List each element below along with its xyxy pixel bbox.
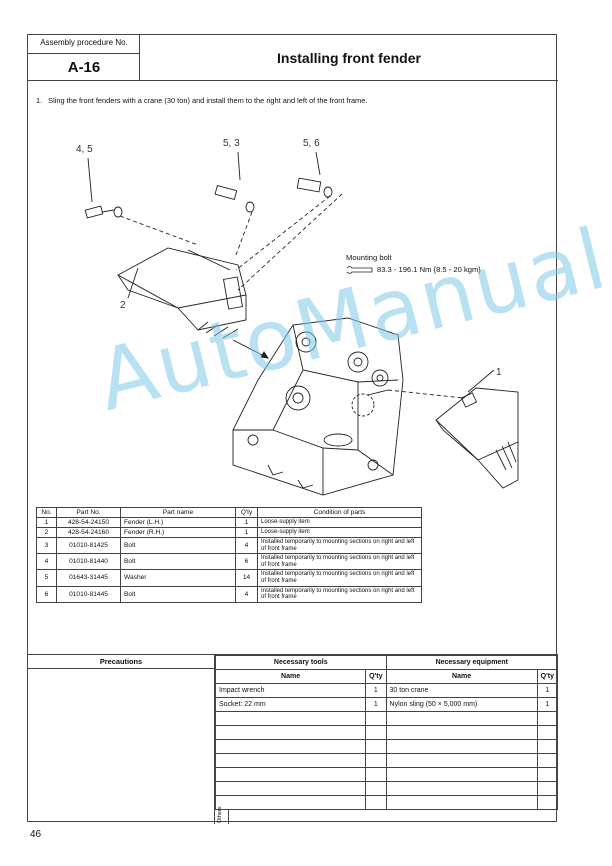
step-text: Sling the front fenders with a crane (30… [48,96,368,105]
cell-no: 4 [36,553,57,571]
cell-part-name: Fender (L.H.) [120,517,236,528]
table-row-empty [214,753,559,768]
cell-qty: 4 [235,536,258,555]
table-row-empty [214,739,559,754]
tools-column-header-row: Name Q'ty Name Q'ty [214,669,559,684]
table-row-empty [214,711,559,726]
parts-table-header: No. Part No. Part name Q'ty Condition of… [36,507,422,518]
cell-part-no: 01643-31445 [56,569,121,587]
equipment-qty: 1 [536,697,559,712]
col-condition: Condition of parts [257,507,422,518]
tool-qty: 1 [365,697,387,712]
cell-qty: 4 [235,585,258,603]
torque-value: 83.3 - 196.1 Nm {8.5 - 20 kgm} [377,265,481,274]
cell-qty: 14 [235,569,258,587]
equipment-qty-header: Q'ty [536,669,559,684]
cell-part-name: Bolt [120,536,236,555]
table-row-empty [214,725,559,740]
cell-no: 6 [36,585,57,603]
cell-part-no: 428-54-24160 [56,527,121,538]
equipment-name: 30 ton crane [385,683,538,698]
cell-part-name: Bolt [120,585,236,603]
cell-condition: Loose-supply item [257,517,422,528]
col-part-no: Part No. [56,507,121,518]
table-row: Socket: 22 mm 1 Nylon sling (50 × 5,000 … [214,697,559,712]
cell-part-name: Washer [120,569,236,587]
cell-condition: Installed temporarily to mounting sectio… [257,536,422,555]
parts-table: No. Part No. Part name Q'ty Condition of… [36,507,422,603]
necessary-tools-header: Necessary tools [215,655,387,670]
step-number: 1. [36,96,43,105]
table-row: 6 01010-81445 Bolt 4 Installed temporari… [36,585,422,603]
tools-equipment-table: Necessary tools Necessary equipment Name… [214,655,559,810]
col-part-name: Part name [120,507,236,518]
table-row: 1 428-54-24150 Fender (L.H.) 1 Loose-sup… [36,517,422,528]
cell-no: 5 [36,569,57,587]
cell-part-no: 01010-81445 [56,585,121,603]
callout-4-5: 4, 5 [76,144,93,155]
wrench-icon [346,266,373,274]
tools-group-header-row: Necessary tools Necessary equipment [215,655,559,670]
cell-qty: 1 [235,527,258,538]
cell-part-no: 428-54-24150 [56,517,121,528]
cell-condition: Installed temporarily to mounting sectio… [257,569,422,587]
procedure-number-label: Assembly procedure No. [40,38,128,47]
requirements-section: Precautions Necessary tools Necessary eq… [28,654,559,824]
callout-2: 2 [120,300,126,311]
table-row: 4 01010-81440 Bolt 6 Installed temporari… [36,553,422,571]
equipment-name-header: Name [385,669,538,684]
divider [28,53,140,54]
callout-5-6: 5, 6 [303,138,320,149]
cell-part-no: 01010-81425 [56,536,121,555]
procedure-sheet: Assembly procedure No. A-16 Installing f… [27,34,612,824]
torque-spec: 83.3 - 196.1 Nm {8.5 - 20 kgm} [346,265,481,274]
tool-name: Socket: 22 mm [214,697,367,712]
table-row: 5 01643-31445 Washer 14 Installed tempor… [36,569,422,587]
cell-no: 2 [36,527,57,538]
cell-condition: Installed temporarily to mounting sectio… [257,553,422,571]
tool-name: Impact wrench [214,683,367,698]
precautions-header: Precautions [28,655,215,669]
cell-part-name: Bolt [120,553,236,571]
procedure-number: A-16 [67,59,101,76]
callout-5-3: 5, 3 [223,138,240,149]
cell-condition: Loose-supply item [257,527,422,538]
precautions-body [28,669,215,824]
table-row-empty [214,767,559,782]
tool-qty: 1 [365,683,387,698]
table-row: 2 428-54-24160 Fender (R.H.) 1 Loose-sup… [36,527,422,538]
step-instruction: 1. Sling the front fenders with a crane (… [36,96,367,105]
mounting-bolt-label: Mounting bolt [346,253,392,262]
necessary-equipment-header: Necessary equipment [385,655,559,670]
callout-1: 1 [496,367,502,378]
page-number: 46 [30,829,42,840]
others-label: Others [217,806,223,823]
table-row: Impact wrench 1 30 ton crane 1 [214,683,559,698]
table-row-empty [214,795,559,810]
equipment-qty: 1 [536,683,559,698]
col-qty: Q'ty [235,507,258,518]
equipment-name: Nylon sling (50 × 5,000 mm) [385,697,538,712]
cell-part-no: 01010-81440 [56,553,121,571]
table-row-empty [214,781,559,796]
tool-qty-header: Q'ty [365,669,387,684]
cell-no: 1 [36,517,57,528]
table-row: 3 01010-81425 Bolt 4 Installed temporari… [36,536,422,555]
cell-condition: Installed temporarily to mounting sectio… [257,585,422,603]
procedure-number-box: Assembly procedure No. A-16 [28,35,140,81]
cell-part-name: Fender (R.H.) [120,527,236,538]
col-no: No. [36,507,57,518]
tool-name-header: Name [214,669,367,684]
cell-no: 3 [36,536,57,555]
page-title: Installing front fender [140,35,558,81]
cell-qty: 6 [235,553,258,571]
assembly-illustration: 4, 5 5, 3 5, 6 2 1 [76,138,519,496]
others-cell: Others [215,806,229,824]
cell-qty: 1 [235,517,258,528]
